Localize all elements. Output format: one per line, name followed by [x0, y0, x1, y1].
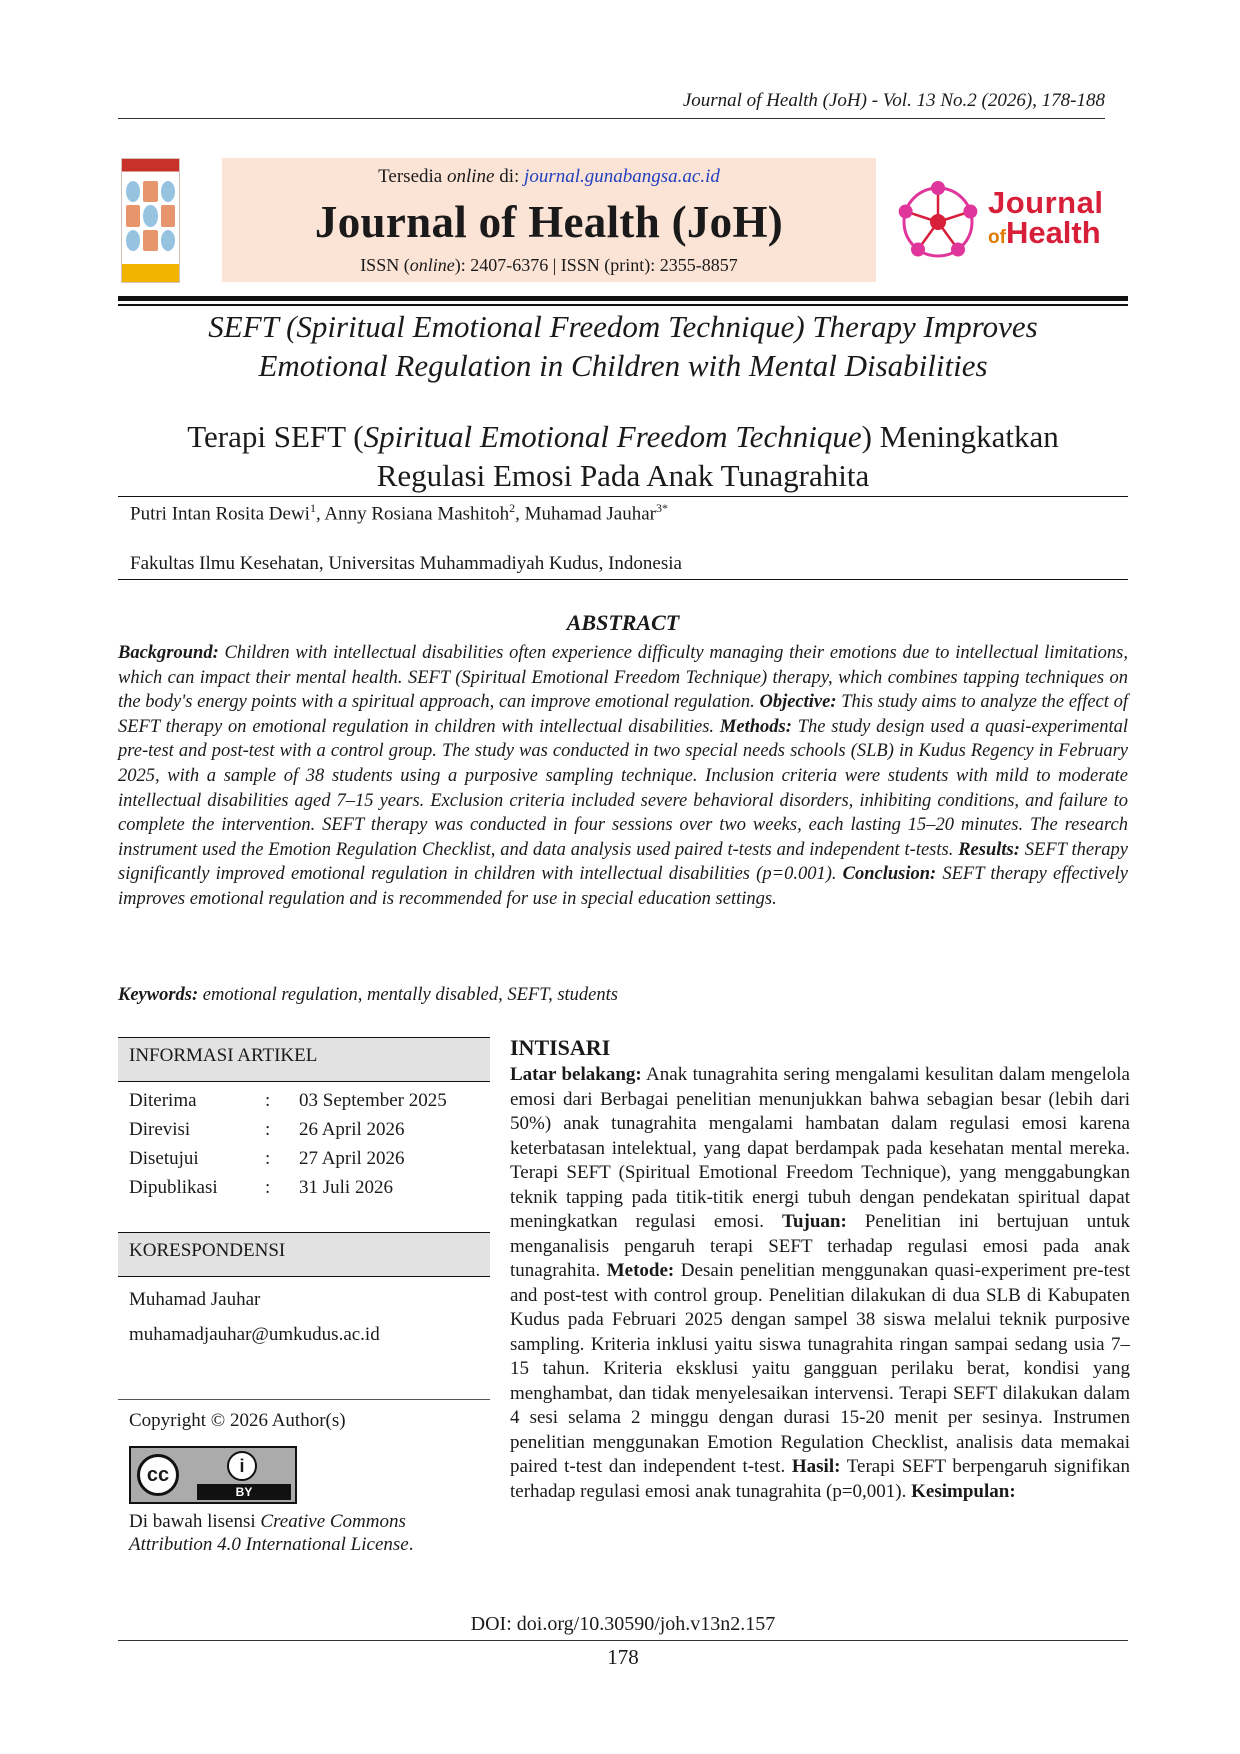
molecule-logo-icon	[898, 181, 978, 258]
intisari-body: Latar belakang: Anak tunagrahita sering …	[510, 1064, 1130, 1502]
article-title-indonesian: Terapi SEFT (Spiritual Emotional Freedom…	[187, 419, 1059, 493]
logo-node	[963, 204, 978, 219]
logo-node	[931, 181, 945, 195]
date-row: Diterima:03 September 2025	[129, 1090, 447, 1111]
doi-footer[interactable]: DOI: doi.org/10.30590/joh.v13n2.157	[118, 1613, 1128, 1641]
logo-hub	[930, 214, 946, 230]
abstract-body: Background: Children with intellectual d…	[118, 643, 1129, 909]
issn-line: ISSN (online): 2407-6376 | ISSN (print):…	[360, 255, 738, 275]
date-row: Dipublikasi:31 Juli 2026	[129, 1177, 393, 1198]
abstract-heading: ABSTRACT	[566, 610, 680, 635]
author-list: Putri Intan Rosita Dewi1, Anny Rosiana M…	[130, 501, 669, 525]
date-row: Direvisi:26 April 2026	[129, 1119, 405, 1140]
author-name: Anny Rosiana Mashitoh	[324, 503, 510, 525]
journal-cover-thumbnail	[121, 158, 180, 283]
correspondence-email[interactable]: muhamadjauhar@umkudus.ac.id	[129, 1324, 380, 1345]
journal-logo: Journal ofHealth	[888, 168, 1128, 278]
article-info-heading: INFORMASI ARTIKEL	[118, 1037, 490, 1082]
license-text: Di bawah lisensi Creative Commons Attrib…	[129, 1511, 414, 1555]
date-row: Disetujui:27 April 2026	[129, 1148, 405, 1169]
intisari-column: INTISARI Latar belakang: Anak tunagrahit…	[510, 1035, 1130, 1504]
header-rule-thin	[118, 304, 1128, 306]
author-name: Muhamad Jauhar	[524, 503, 657, 525]
running-head: Journal of Health (JoH) - Vol. 13 No.2 (…	[118, 90, 1105, 119]
page-number: 178	[607, 1645, 639, 1669]
logo-node	[950, 242, 965, 257]
masthead: Tersedia online di: journal.gunabangsa.a…	[222, 158, 876, 282]
keywords: Keywords: emotional regulation, mentally…	[118, 985, 618, 1005]
cover-illustration	[126, 181, 175, 251]
cc-by-badge[interactable]: cc i BY	[129, 1446, 297, 1504]
journal-title: Journal of Health (JoH)	[314, 197, 784, 247]
by-label: BY	[197, 1484, 291, 1500]
article-dates-table: Diterima:03 September 2025 Direvisi:26 A…	[129, 1090, 447, 1206]
article-info-column: INFORMASI ARTIKEL Diterima:03 September …	[118, 1037, 490, 1556]
journal-link[interactable]: journal.gunabangsa.ac.id	[524, 166, 720, 187]
logo-wordmark: Journal ofHealth	[988, 185, 1104, 250]
logo-node	[911, 242, 926, 257]
header-rule-thick	[118, 296, 1128, 301]
online-availability: Tersedia online di: journal.gunabangsa.a…	[378, 166, 720, 187]
cover-band	[122, 264, 179, 282]
copyright-text: Copyright © 2026 Author(s)	[129, 1410, 346, 1431]
intisari-heading: INTISARI	[510, 1035, 611, 1060]
correspondence-name: Muhamad Jauhar	[129, 1289, 261, 1310]
affiliation: Fakultas Ilmu Kesehatan, Universitas Muh…	[130, 553, 682, 574]
copyright-rule	[118, 1399, 490, 1400]
cc-icon: cc	[137, 1454, 179, 1496]
correspondence-heading: KORESPONDENSI	[118, 1232, 490, 1277]
authors-block: Putri Intan Rosita Dewi1, Anny Rosiana M…	[118, 496, 1128, 580]
attribution-person-icon: i	[227, 1451, 257, 1481]
author-name: Putri Intan Rosita Dewi	[130, 503, 310, 525]
logo-node	[898, 204, 913, 219]
article-title-english: SEFT (Spiritual Emotional Freedom Techni…	[208, 309, 1038, 383]
